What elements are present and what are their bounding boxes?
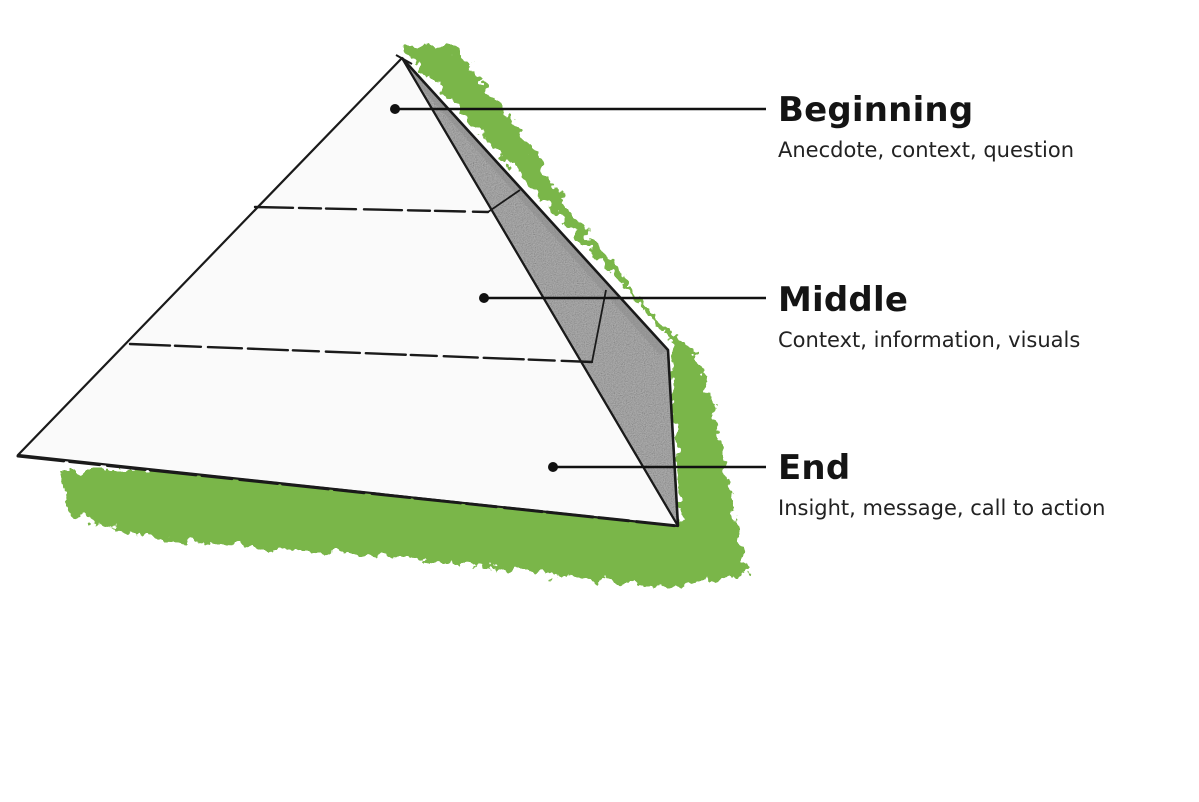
label-subtitle-end: Insight, message, call to action: [778, 496, 1106, 520]
side-divider-middle: [591, 289, 607, 363]
label-beginning: Beginning Anecdote, context, question: [778, 90, 1074, 164]
leader-dot-end: [548, 462, 558, 472]
pyramid-apex-tick: [395, 54, 413, 65]
pyramid-ridge: [401, 57, 679, 527]
label-title-end: End: [778, 448, 851, 488]
label-subtitle-middle: Context, information, visuals: [778, 328, 1081, 352]
label-subtitle-beginning: Anecdote, context, question: [778, 138, 1075, 162]
label-title-beginning: Beginning: [778, 90, 974, 130]
leader-dot-beginning: [390, 104, 400, 114]
label-middle: Middle Context, information, visuals: [778, 280, 1080, 354]
label-end: End Insight, message, call to action: [778, 448, 1105, 522]
side-divider-top: [487, 189, 521, 213]
pyramid-shadow: [60, 46, 748, 588]
section-divider-top: [253, 205, 490, 214]
section-divider-middle: [128, 342, 594, 364]
section-divider-bottom: [16, 454, 680, 528]
leader-dot-middle: [479, 293, 489, 303]
label-title-middle: Middle: [778, 280, 909, 320]
